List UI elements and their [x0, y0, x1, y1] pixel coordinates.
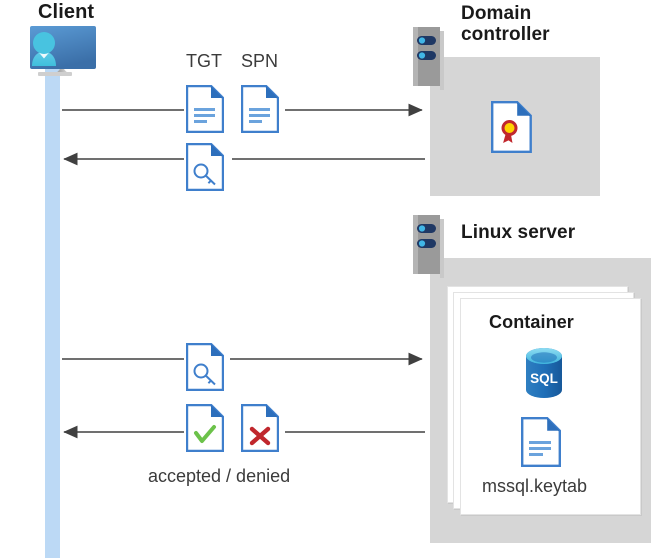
accepted-denied-label: accepted / denied: [148, 466, 291, 486]
key-document-icon: [185, 142, 225, 192]
linux-server-rack-icon: [411, 215, 444, 278]
spn-document-icon: [240, 84, 280, 134]
key-document-icon: [185, 342, 225, 392]
keytab-document-icon: [521, 417, 561, 467]
keytab-label: mssql.keytab: [482, 476, 588, 496]
spn-label: SPN: [241, 51, 279, 71]
domain-controller-rack-icon: [411, 27, 444, 90]
linux-server-title: Linux server: [461, 222, 576, 243]
domain-controller-title-line2: controller: [461, 24, 550, 46]
domain-controller-title: Domain controller: [461, 3, 611, 46]
certificate-document-icon: [491, 101, 532, 153]
domain-controller-title-line1: Domain: [461, 3, 532, 24]
client-title: Client: [38, 1, 95, 23]
denied-document-icon: [240, 403, 280, 453]
container-card-front: [460, 298, 641, 515]
container-title: Container: [489, 312, 574, 332]
tgt-label: TGT: [186, 51, 222, 71]
accepted-document-icon: [185, 403, 225, 453]
tgt-document-icon: [185, 84, 225, 134]
sql-icon-label: SQL: [530, 371, 558, 386]
client-lifeline: [45, 60, 60, 558]
sql-database-icon: SQL: [521, 347, 567, 399]
client-computer-icon: [8, 22, 104, 88]
